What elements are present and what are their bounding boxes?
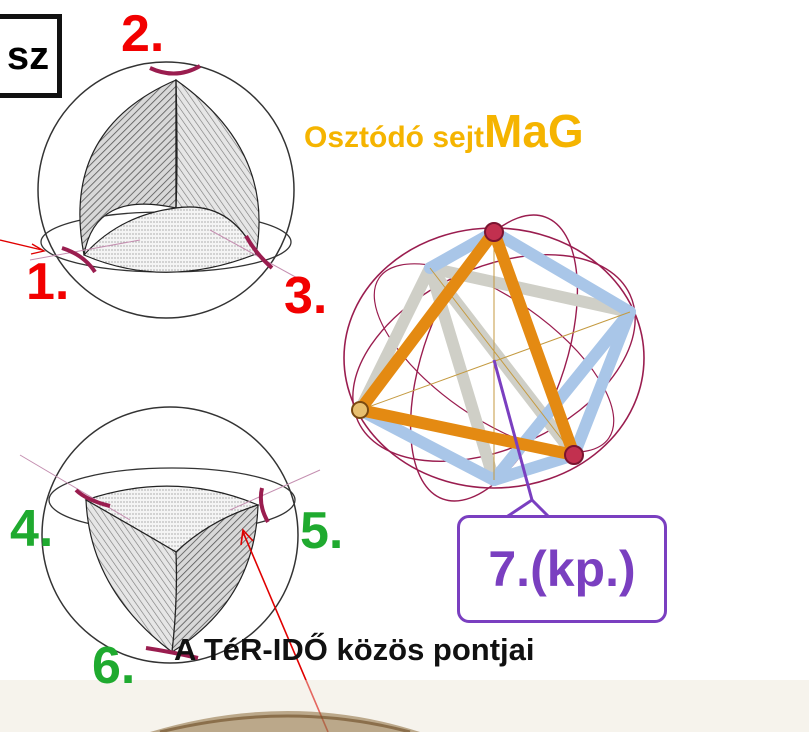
label-2: 2. [121,5,165,63]
caption: A TéR-IDŐ közös pontjai [174,632,535,667]
upper-sphere [0,61,311,319]
octahedron-model [343,214,645,520]
title-part-2: MaG [484,105,584,157]
bottom-photo-strip [0,680,809,732]
corner-label-box: sz [0,14,62,98]
center-point-label: 7.(kp.) [457,515,667,623]
title-part-1: Osztódó sejt [304,121,485,154]
label-1: 1. [26,253,70,311]
label-6: 6. [92,637,136,695]
label-5: 5. [300,502,344,560]
diagram-title: Osztódó sejtMaG [304,104,584,158]
label-3: 3. [284,267,328,325]
label-4: 4. [10,500,54,558]
lower-sphere [19,406,321,664]
red-pointer-arrow [240,528,329,732]
